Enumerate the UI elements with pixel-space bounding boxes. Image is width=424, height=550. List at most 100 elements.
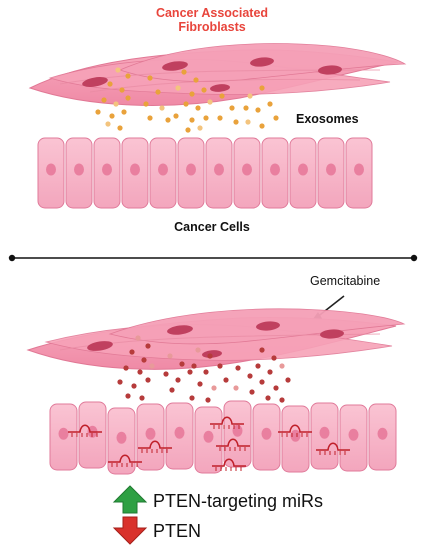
exosome	[217, 363, 223, 369]
exosome	[117, 379, 123, 385]
exosome	[175, 377, 181, 383]
exosome	[155, 89, 161, 95]
top-cancer-cell-layer	[37, 137, 373, 209]
exosome	[165, 117, 171, 123]
exosome	[247, 93, 253, 99]
exosome	[193, 77, 199, 83]
exosome	[219, 93, 225, 99]
exosome	[159, 105, 165, 111]
fibroblast-nucleus	[256, 321, 280, 331]
fibroblast-nucleus	[202, 350, 222, 358]
mirna-strand	[212, 458, 246, 467]
exosome	[265, 395, 271, 401]
exosome	[125, 393, 131, 399]
exosome	[259, 123, 265, 129]
exosome	[123, 365, 129, 371]
exosome	[217, 115, 223, 121]
exosome	[147, 115, 153, 121]
exosome	[255, 363, 261, 369]
exosome	[279, 363, 285, 369]
exosome	[189, 117, 195, 123]
cancer-cell-nucleus	[46, 163, 56, 176]
exosome	[143, 101, 149, 107]
exosome	[135, 335, 141, 341]
cancer-cell-nucleus	[232, 424, 243, 437]
divider-endpoint	[410, 254, 418, 262]
mirna-icon	[278, 424, 312, 437]
exosomes-label: Exosomes	[296, 112, 359, 126]
exosome	[197, 125, 203, 131]
exosome	[113, 101, 119, 107]
exosome	[107, 81, 113, 87]
fibroblast-nucleus	[162, 61, 188, 71]
exosome	[255, 107, 261, 113]
cancer-cell-nucleus	[145, 427, 156, 440]
fibroblast-nucleus	[250, 57, 274, 67]
exosome	[279, 397, 285, 403]
exosome	[125, 73, 131, 79]
exosome	[175, 85, 181, 91]
exosome	[203, 369, 209, 375]
cancer-cell-nucleus	[326, 163, 336, 176]
mirna-icon	[108, 454, 142, 467]
exosome	[235, 365, 241, 371]
exosome	[205, 397, 211, 403]
mirna-strand	[210, 416, 244, 425]
exosome	[267, 369, 273, 375]
fibroblast-nucleus	[82, 77, 108, 87]
exosome	[173, 113, 179, 119]
fibroblast-nucleus	[87, 341, 113, 351]
cancer-cell-nucleus	[186, 163, 196, 176]
exosome	[233, 119, 239, 125]
exosome	[229, 105, 235, 111]
mirna-icon	[138, 440, 172, 453]
exosome	[109, 113, 115, 119]
divider-endpoint	[8, 254, 16, 262]
exosome	[259, 379, 265, 385]
bottom-cancer-cell-layer	[49, 400, 397, 475]
exosome	[247, 373, 253, 379]
exosome	[129, 349, 135, 355]
exosome	[273, 385, 279, 391]
mirna-icon	[210, 416, 244, 429]
exosome	[195, 347, 201, 353]
exosome	[187, 369, 193, 375]
mirna-strand	[216, 438, 250, 447]
exosome	[163, 371, 169, 377]
fibroblast-nucleus	[210, 84, 230, 92]
exosome	[115, 67, 121, 73]
exosome	[119, 87, 125, 93]
exosome	[179, 361, 185, 367]
mirna-icon	[216, 438, 250, 451]
mirna-icon	[68, 424, 102, 437]
exosome	[141, 357, 147, 363]
exosome	[249, 389, 255, 395]
exosome	[259, 85, 265, 91]
cancer-cell-nucleus	[174, 426, 185, 439]
down-arrow-icon	[112, 516, 148, 545]
exosome	[145, 377, 151, 383]
cancer-cell-nucleus	[130, 163, 140, 176]
cancer-cell-nucleus	[58, 427, 69, 440]
exosome	[203, 115, 209, 121]
bottom-fibroblast-layer	[26, 308, 406, 370]
exosome	[95, 109, 101, 115]
cancer-cell-nucleus	[74, 163, 84, 176]
cancer-cell-nucleus	[319, 426, 330, 439]
cancer-cell-nucleus	[377, 427, 388, 440]
cancer-cell-nucleus	[354, 163, 364, 176]
exosome	[167, 353, 173, 359]
exosome	[197, 381, 203, 387]
legend-up-label: PTEN-targeting miRs	[153, 491, 324, 511]
exosome	[183, 101, 189, 107]
mirna-icon	[316, 442, 350, 455]
exosome	[189, 91, 195, 97]
exosome	[169, 387, 175, 393]
exosome	[117, 125, 123, 131]
fibroblast-nucleus	[320, 329, 344, 339]
exosome	[101, 97, 107, 103]
exosome	[271, 355, 277, 361]
cancer-cell-nucleus	[348, 428, 359, 441]
up-arrow-icon	[112, 485, 148, 514]
cancer-cell-nucleus	[214, 163, 224, 176]
